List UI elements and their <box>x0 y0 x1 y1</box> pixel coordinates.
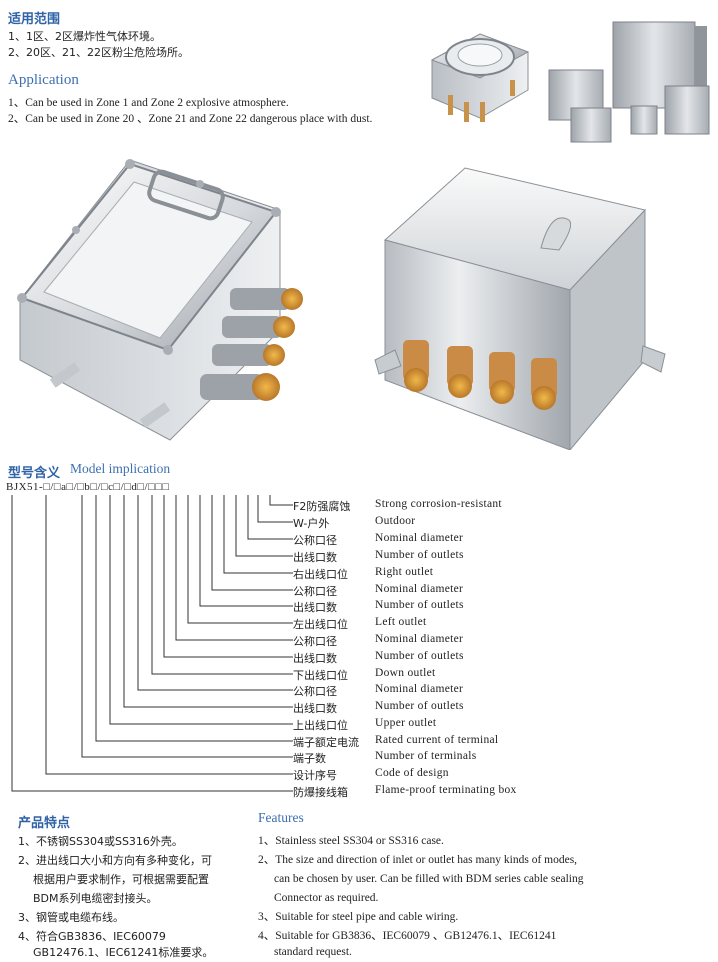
model-row-cn-8: 左出线口位 <box>293 618 348 631</box>
feature-cn-1: 1、不锈钢SS304或SS316外壳。 <box>18 835 183 848</box>
model-row-cn-17: 设计序号 <box>293 769 337 782</box>
feature-en-7: standard request. <box>274 946 352 958</box>
model-row-en-4: Number of outlets <box>375 549 464 561</box>
model-row-cn-18: 防爆接线箱 <box>293 786 348 799</box>
model-row-en-3: Nominal diameter <box>375 532 464 544</box>
model-row-en-1: Strong corrosion-resistant <box>375 498 502 510</box>
model-row-en-5: Right outlet <box>375 566 434 578</box>
model-row-en-2: Outdoor <box>375 515 416 527</box>
product-photo-small-junction-box <box>418 20 536 128</box>
application-line-cn-2: 2、20区、21、22区粉尘危险场所。 <box>8 46 189 59</box>
model-row-cn-16: 端子数 <box>293 752 326 765</box>
model-row-cn-6: 公称口径 <box>293 585 337 598</box>
model-row-en-9: Nominal diameter <box>375 633 464 645</box>
feature-en-5: 3、Suitable for steel pipe and cable wiri… <box>258 911 459 923</box>
model-row-cn-10: 出线口数 <box>293 652 337 665</box>
model-row-en-17: Code of design <box>375 767 449 779</box>
model-row-en-14: Upper outlet <box>375 717 437 729</box>
feature-cn-3: 根据用户要求制作，可根据需要配置 <box>33 873 209 886</box>
feature-en-4: Connector as required. <box>274 892 379 904</box>
features-title-en: Features <box>258 810 304 825</box>
features-title-cn: 产品特点 <box>18 816 71 831</box>
model-row-en-10: Number of outlets <box>375 650 464 662</box>
model-row-cn-12: 公称口径 <box>293 685 337 698</box>
model-row-en-7: Number of outlets <box>375 599 464 611</box>
model-code: BJX51-□/□a□/□b□/□c□/□d□/□□□ <box>6 481 170 493</box>
model-row-en-16: Number of terminals <box>375 750 477 762</box>
model-row-cn-9: 公称口径 <box>293 635 337 648</box>
model-row-cn-14: 上出线口位 <box>293 719 348 732</box>
feature-en-6: 4、Suitable for GB3836、IEC60079 、GB12476.… <box>258 930 557 942</box>
model-row-cn-5: 右出线口位 <box>293 568 348 581</box>
feature-cn-5: 3、钢管或电缆布线。 <box>18 911 124 924</box>
model-row-cn-3: 公称口径 <box>293 534 337 547</box>
model-row-cn-1: F2防强腐蚀 <box>293 500 351 513</box>
model-row-cn-11: 下出线口位 <box>293 669 348 682</box>
feature-en-3: can be chosen by user. Can be filled wit… <box>274 873 584 885</box>
feature-cn-7: GB12476.1、IEC61241标准要求。 <box>33 946 214 959</box>
model-title-en: Model implication <box>70 461 171 476</box>
model-row-cn-13: 出线口数 <box>293 702 337 715</box>
product-photo-stainless-box <box>355 150 690 450</box>
feature-cn-4: BDM系列电缆密封接头。 <box>33 892 158 905</box>
model-row-en-8: Left outlet <box>375 616 427 628</box>
model-title-cn: 型号含义 <box>8 466 61 481</box>
application-line-en-1: 1、Can be used in Zone 1 and Zone 2 explo… <box>8 97 289 109</box>
product-photo-enclosure-group <box>545 18 715 148</box>
application-line-en-2: 2、Can be used in Zone 20 、Zone 21 and Zo… <box>8 113 373 125</box>
model-row-cn-7: 出线口数 <box>293 601 337 614</box>
model-row-en-11: Down outlet <box>375 667 436 679</box>
model-row-cn-15: 端子额定电流 <box>293 736 359 749</box>
application-line-cn-1: 1、1区、2区爆炸性气体环境。 <box>8 30 161 43</box>
model-row-cn-2: W-户外 <box>293 517 330 530</box>
product-photo-flameproof-box <box>0 140 350 458</box>
model-row-cn-4: 出线口数 <box>293 551 337 564</box>
feature-cn-6: 4、符合GB3836、IEC60079 <box>18 930 166 943</box>
model-row-en-18: Flame-proof terminating box <box>375 784 517 796</box>
feature-cn-2: 2、进出线口大小和方向有多种变化，可 <box>18 854 212 867</box>
model-row-en-12: Nominal diameter <box>375 683 464 695</box>
application-title-en: Application <box>8 72 79 88</box>
model-row-en-6: Nominal diameter <box>375 583 464 595</box>
model-row-en-15: Rated current of terminal <box>375 734 499 746</box>
feature-en-1: 1、Stainless steel SS304 or SS316 case. <box>258 835 444 847</box>
model-row-en-13: Number of outlets <box>375 700 464 712</box>
application-title-cn: 适用范围 <box>8 12 61 27</box>
feature-en-2: 2、The size and direction of inlet or out… <box>258 854 578 866</box>
